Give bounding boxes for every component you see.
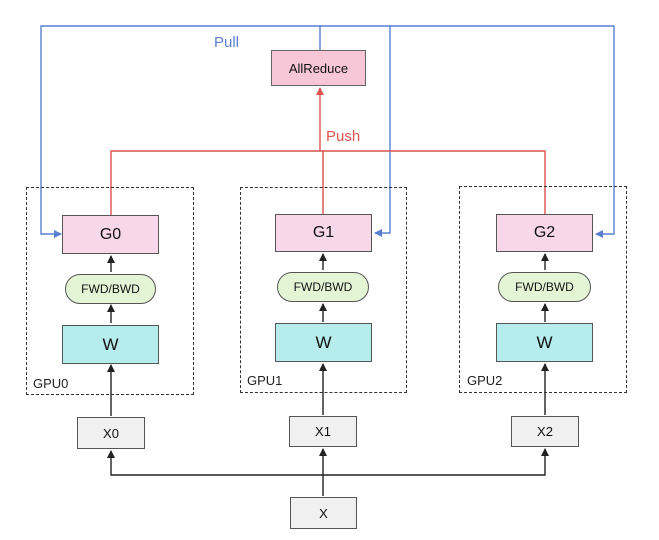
gradient-box-2: G2	[496, 214, 593, 252]
gpu-frame-0	[26, 187, 194, 395]
gpu-frame-2	[459, 186, 627, 393]
fwd-bwd-box-1: FWD/BWD	[277, 272, 369, 302]
gpu-label-1: GPU1	[247, 373, 283, 388]
weight-box-1: W	[275, 323, 372, 362]
pull-label: Pull	[214, 34, 240, 51]
flow-arrows	[107, 253, 549, 496]
gradient-box-1: G1	[275, 214, 372, 252]
allreduce-box: AllReduce	[271, 50, 366, 86]
pull-line-gpu0	[40, 25, 321, 238]
input-box-0: X0	[77, 417, 145, 449]
weight-box-0: W	[62, 325, 159, 364]
input-box-2: X2	[511, 416, 579, 447]
pull-line-gpu1	[320, 25, 391, 237]
pull-line-gpu2	[390, 25, 615, 238]
source-input-box: X	[290, 497, 357, 529]
gradient-box-0: G0	[62, 215, 159, 254]
input-box-1: X1	[289, 416, 357, 447]
gpu-frame-1	[240, 187, 407, 393]
push-line-gpu2	[320, 150, 546, 215]
push-label: Push	[326, 128, 361, 145]
gpu-label-2: GPU2	[467, 373, 503, 388]
fwd-bwd-box-0: FWD/BWD	[65, 274, 156, 304]
weight-box-2: W	[496, 323, 593, 362]
push-line-gpu0	[110, 150, 320, 215]
pull-lines	[40, 25, 615, 238]
fwd-bwd-box-2: FWD/BWD	[498, 272, 591, 302]
gpu-label-0: GPU0	[33, 376, 69, 391]
push-lines	[110, 87, 546, 215]
